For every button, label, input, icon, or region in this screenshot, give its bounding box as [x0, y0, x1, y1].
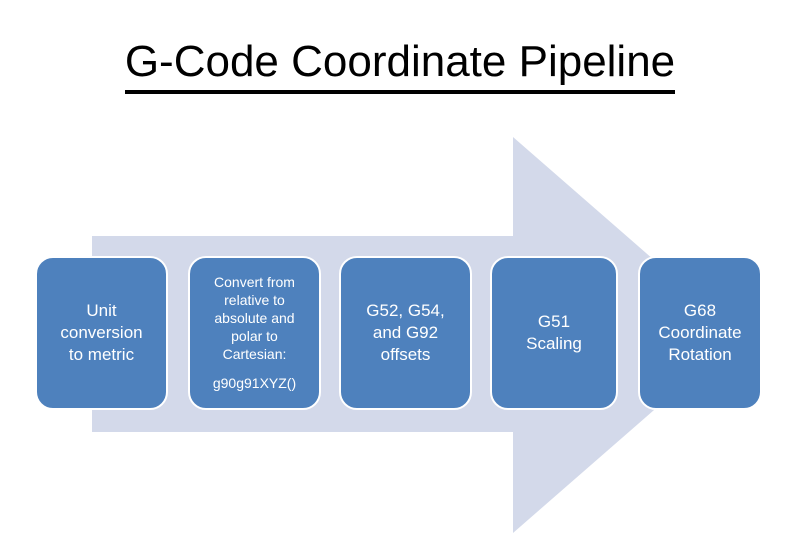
- step-label: G68 Coordinate Rotation: [658, 301, 742, 364]
- pipeline-step-coordinate-rotation[interactable]: G68 Coordinate Rotation: [638, 256, 762, 410]
- step-code-label: g90g91XYZ(): [212, 375, 297, 391]
- page-title-text: G-Code Coordinate Pipeline: [124, 36, 676, 94]
- step-label: Convert from relative to absolute and po…: [214, 274, 295, 362]
- step-label: G52, G54, and G92 offsets: [366, 301, 445, 364]
- page-title: G-Code Coordinate Pipeline: [0, 36, 800, 94]
- step-label: Unit conversion to metric: [60, 301, 143, 364]
- pipeline-step-unit-conversion[interactable]: Unit conversion to metric: [35, 256, 168, 410]
- pipeline-step-scaling[interactable]: G51 Scaling: [490, 256, 618, 410]
- pipeline-step-relative-to-absolute[interactable]: Convert from relative to absolute and po…: [188, 256, 321, 410]
- step-label: G51 Scaling: [526, 312, 582, 353]
- pipeline-step-work-offsets[interactable]: G52, G54, and G92 offsets: [339, 256, 472, 410]
